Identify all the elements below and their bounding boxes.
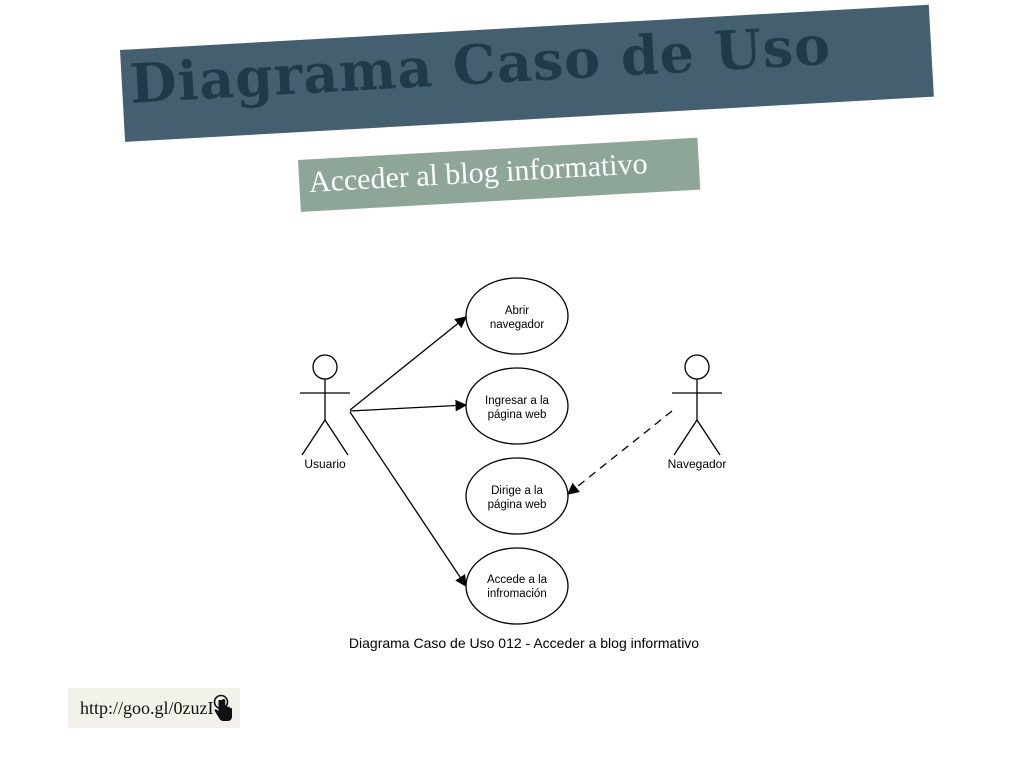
association-usuario-ingresar (349, 399, 468, 412)
diagram-caption: Diagrama Caso de Uso 012 - Acceder a blo… (349, 635, 699, 651)
footer-link[interactable]: http://goo.gl/0zuzI (80, 697, 214, 718)
use-case-abrir-navegador: Abrir navegador (465, 277, 569, 355)
actor-navegador-right-leg (696, 419, 721, 456)
use-case-1-line1: Abrir (505, 305, 529, 317)
actor-navegador-head (684, 354, 710, 380)
footer-link-box[interactable]: http://goo.gl/0zuzI (68, 688, 240, 728)
use-case-1-line2: navegador (490, 319, 545, 331)
use-case-ingresar-pagina: Ingresar a la página web (465, 367, 569, 445)
actor-usuario-head (312, 354, 338, 380)
actor-usuario-left-leg (301, 419, 326, 456)
use-case-accede-informacion: Accede a la infromación (465, 547, 569, 625)
actor-navegador-label: Navegador (668, 457, 727, 471)
use-case-3-line1: Dirige a la (491, 485, 543, 497)
use-case-3-line2: página web (488, 499, 547, 511)
actor-usuario (300, 354, 350, 456)
use-case-2-line2: página web (488, 409, 547, 421)
use-case-2-line1: Ingresar a la (485, 395, 550, 407)
association-usuario-abrir (349, 316, 467, 411)
actor-usuario-right-leg (324, 419, 349, 456)
use-case-4-line1: Accede a la (487, 574, 548, 586)
actor-navegador-left-leg (673, 419, 698, 456)
actor-navegador (672, 354, 722, 456)
dependency-navegador-dirige (567, 410, 673, 495)
pointer-hand-icon (213, 694, 232, 721)
actor-usuario-label: Usuario (304, 457, 346, 471)
use-case-4-line2: infromación (487, 588, 546, 600)
use-case-dirige-pagina: Dirige a la página web (465, 457, 569, 535)
association-usuario-accede (349, 411, 467, 587)
